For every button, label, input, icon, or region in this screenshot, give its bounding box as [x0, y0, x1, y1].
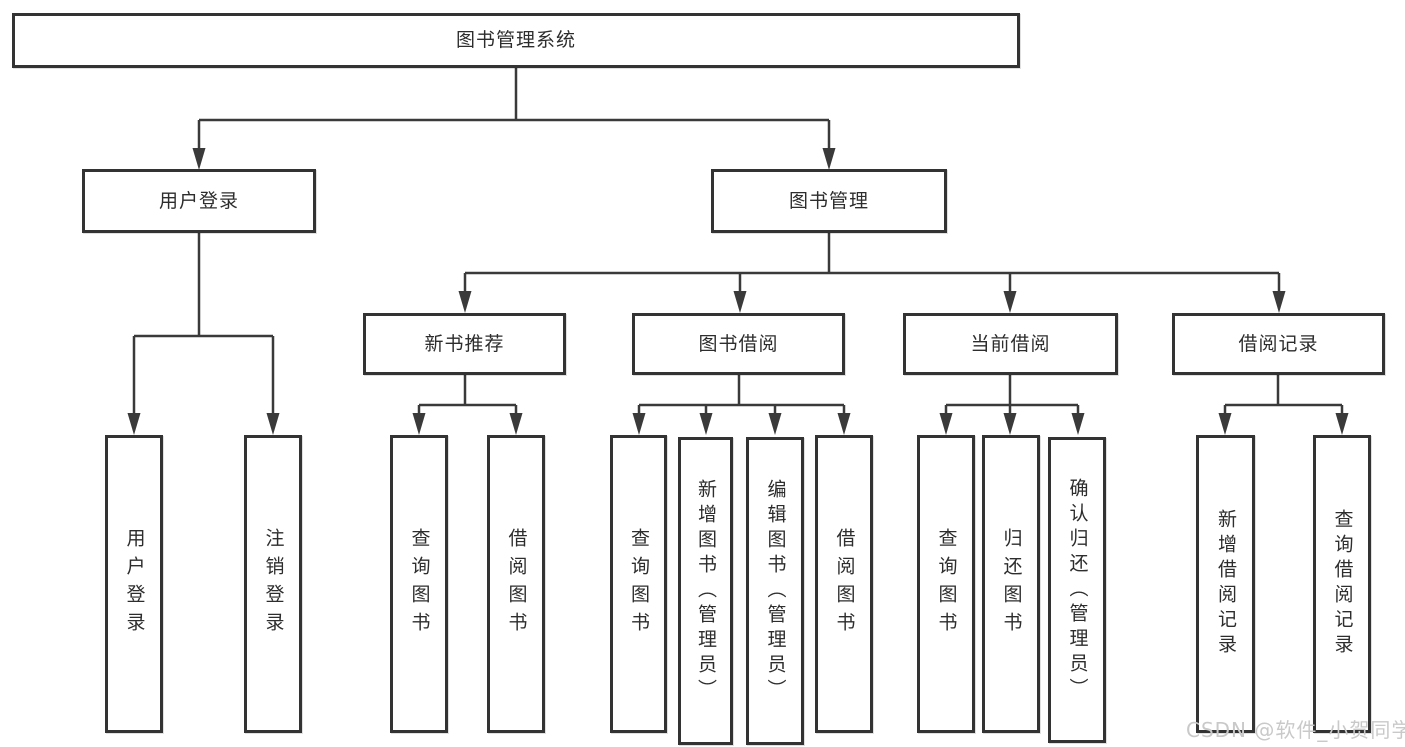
node-leaf-query-books-borrow: 查询图书	[610, 435, 667, 733]
arrowheads	[127, 148, 1349, 435]
node-current-borrowing: 当前借阅	[903, 313, 1118, 375]
node-leaf-query-books-current: 查询图书	[917, 435, 975, 733]
node-leaf-borrow-books-recommend: 借阅图书	[487, 435, 545, 733]
node-new-book-recommend: 新书推荐	[363, 313, 566, 375]
node-leaf-user-login: 用户登录	[105, 435, 163, 733]
node-book-management: 图书管理	[711, 169, 947, 233]
node-leaf-borrow-books: 借阅图书	[815, 435, 873, 733]
node-leaf-query-borrow-record: 查询借阅记录	[1313, 435, 1371, 733]
node-borrowing-records: 借阅记录	[1172, 313, 1385, 375]
node-leaf-confirm-return-admin: 确认归还（管理员）	[1048, 437, 1106, 743]
node-leaf-query-books-recommend: 查询图书	[390, 435, 448, 733]
node-leaf-add-borrow-record: 新增借阅记录	[1196, 435, 1255, 733]
node-book-borrowing: 图书借阅	[632, 313, 845, 375]
node-leaf-edit-book-admin: 编辑图书（管理员）	[746, 437, 804, 745]
node-leaf-return-books: 归还图书	[982, 435, 1040, 733]
node-leaf-add-book-admin: 新增图书（管理员）	[678, 437, 733, 745]
node-leaf-logout: 注销登录	[244, 435, 302, 733]
watermark: CSDN @软件_小贺同学	[1186, 718, 1405, 742]
node-root-system: 图书管理系统	[12, 13, 1020, 68]
node-user-login-group: 用户登录	[82, 169, 316, 233]
